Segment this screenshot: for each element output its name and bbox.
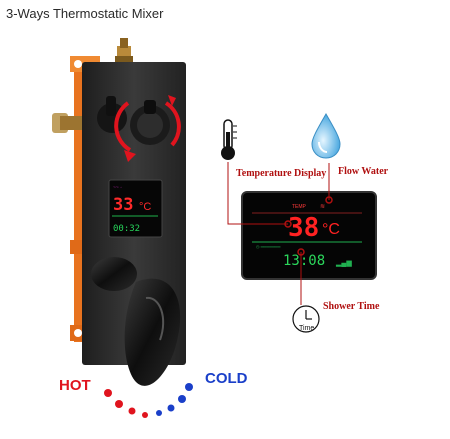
brass-connector-left xyxy=(52,113,84,133)
small-display-time: 00:32 xyxy=(113,224,140,234)
svg-text:≋: ≋ xyxy=(320,204,325,210)
flow-water-label: Flow Water xyxy=(338,166,389,177)
svg-text:▂▄▆: ▂▄▆ xyxy=(335,260,352,268)
small-display-temp: 33 xyxy=(113,195,133,215)
cold-label: COLD xyxy=(205,370,248,387)
small-display: ~~ ◦ 33 °C 00:32 xyxy=(108,179,163,238)
large-display-time: 13:08 xyxy=(283,253,325,269)
svg-text:◷ ═══════: ◷ ═══════ xyxy=(256,244,281,249)
page-title: 3-Ways Thermostatic Mixer xyxy=(6,6,164,21)
lever-handle xyxy=(91,257,181,386)
shower-time-label: Shower Time xyxy=(323,301,380,312)
callout-lines xyxy=(227,162,330,305)
hot-label: HOT xyxy=(59,377,91,394)
svg-text:~~ ◦: ~~ ◦ xyxy=(113,185,122,191)
large-display-temp: 38 xyxy=(288,213,319,243)
clock-icon-text: Time xyxy=(299,325,314,332)
water-drop-icon xyxy=(311,112,341,159)
large-display-temp-header: TEMP xyxy=(292,204,307,210)
temperature-display-label: Temperature Display xyxy=(236,168,326,179)
rotation-arrow-icon xyxy=(114,101,181,152)
thermometer-icon xyxy=(221,119,237,160)
small-display-unit: °C xyxy=(139,201,151,213)
large-display: TEMP ≋ 38 °C ◷ ═══════ 13:08 ▂▄▆ xyxy=(241,191,377,280)
large-display-unit: °C xyxy=(322,221,340,238)
temperature-dot-arc xyxy=(104,383,193,418)
thermostat-knob xyxy=(97,96,170,145)
brass-connector-top xyxy=(115,38,133,64)
clock-icon: Time xyxy=(292,305,320,333)
